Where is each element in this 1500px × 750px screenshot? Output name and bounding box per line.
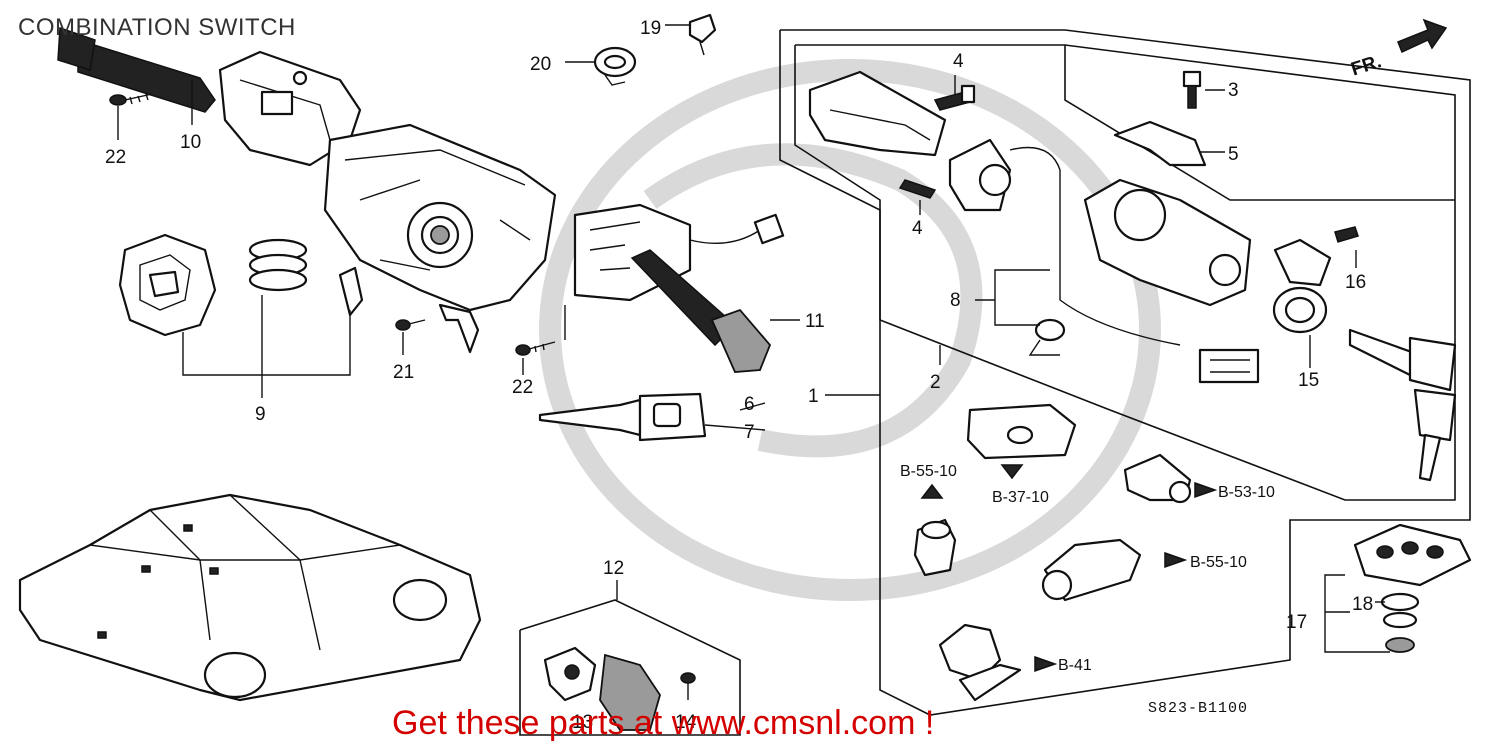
- cancel-spring: [248, 238, 308, 292]
- screw-22-left: [109, 93, 153, 106]
- trunk-latch-cover: [599, 653, 661, 731]
- label-part-5: 5: [1228, 144, 1239, 165]
- front-direction-arrow: [1397, 18, 1448, 54]
- label-part-8: 8: [950, 290, 961, 311]
- label-part-7: 7: [744, 422, 755, 443]
- diagram-code: S823-B1100: [1148, 700, 1249, 717]
- label-part-3: 3: [1228, 80, 1239, 101]
- steering-lock-assembly: [1083, 178, 1252, 307]
- cancel-sleeve: [118, 233, 217, 337]
- cable-reel-housing: [323, 123, 557, 354]
- ref-b-55-10-right: B-55-10: [1190, 554, 1247, 571]
- ref-b-37-10: B-37-10: [992, 489, 1049, 506]
- label-part-9: 9: [255, 404, 266, 425]
- label-part-15: 15: [1298, 370, 1319, 391]
- label-part-13: 13: [572, 712, 593, 733]
- label-part-19: 19: [640, 18, 661, 39]
- ignition-switch-body: [948, 138, 1181, 346]
- trunk-switch-13: [543, 646, 597, 702]
- label-part-22-center: 22: [512, 377, 533, 398]
- fob-battery-18: [1380, 592, 1420, 653]
- key-blank: [538, 392, 707, 442]
- key-ring-15: [1272, 286, 1328, 334]
- watermark-logo: [539, 59, 1161, 601]
- ref-b-41: B-41: [1058, 657, 1092, 674]
- label-part-17: 17: [1286, 612, 1307, 633]
- wiper-switch: [573, 203, 785, 373]
- bolt-3: [1182, 70, 1202, 109]
- reference-arrows: [920, 464, 1218, 673]
- reference-labels: B-55-10 B-37-10 B-53-10 B-55-10 B-41: [900, 463, 1275, 674]
- label-part-18: 18: [1352, 594, 1373, 615]
- clamp-5: [1113, 120, 1207, 167]
- clip-19: [688, 13, 717, 56]
- label-part-10: 10: [180, 132, 201, 153]
- screw-14: [680, 672, 696, 700]
- footer-link-banner[interactable]: Get these parts at www.cmsnl.com !: [392, 704, 935, 742]
- clamp-8: [1028, 318, 1066, 356]
- turn-signal-switch: [57, 26, 362, 167]
- label-part-4-upper: 4: [953, 51, 964, 72]
- part-labels: 10 22 9 21 22 11 6 7 1 2 8 4 4 3 5 16 15…: [105, 18, 1384, 733]
- glove-box-cylinder: [913, 518, 957, 577]
- ref-b-53-10: B-53-10: [1218, 484, 1275, 501]
- label-part-12: 12: [603, 558, 624, 579]
- label-part-6: 6: [744, 394, 755, 415]
- wire-harness-connector: [1198, 348, 1260, 384]
- label-part-2: 2: [930, 372, 941, 393]
- cap-16: [1273, 226, 1359, 287]
- screw-21: [395, 319, 426, 331]
- label-part-4-lower: 4: [912, 218, 923, 239]
- page-title: COMBINATION SWITCH: [18, 14, 296, 41]
- clamp-20: [593, 46, 637, 86]
- label-part-22-left: 22: [105, 147, 126, 168]
- tailgate-cylinder-41: [938, 623, 1022, 702]
- master-keys: [1348, 328, 1457, 482]
- remote-fob: [1353, 523, 1472, 587]
- bolt-4-lower: [898, 179, 937, 199]
- door-cylinder-55-10: [1041, 538, 1142, 602]
- label-part-21: 21: [393, 362, 414, 383]
- label-part-16: 16: [1345, 272, 1366, 293]
- label-part-20: 20: [530, 54, 551, 75]
- screw-22-center: [515, 341, 556, 356]
- trunk-switch-frame: [519, 599, 741, 736]
- front-direction-label: FR.: [1349, 51, 1385, 80]
- ref-b-55-10-left: B-55-10: [900, 463, 957, 480]
- trunk-cylinder-53-10: [1123, 453, 1192, 504]
- label-part-14: 14: [675, 712, 697, 733]
- label-part-11: 11: [805, 311, 825, 332]
- car-silhouette: [18, 493, 482, 702]
- steering-column-cover: [808, 70, 947, 157]
- label-part-1: 1: [808, 386, 819, 407]
- door-handle: [966, 403, 1077, 460]
- leader-lines: [117, 24, 1390, 653]
